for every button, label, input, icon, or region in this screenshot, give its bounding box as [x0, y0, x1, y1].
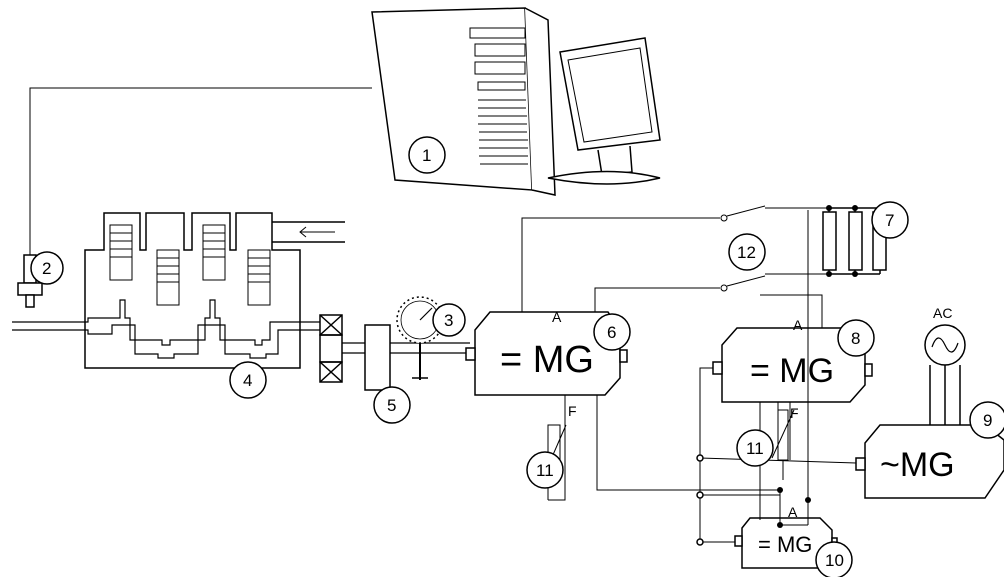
ac-mg-9-label: ~MG [880, 446, 955, 484]
computer-cable [29, 87, 372, 255]
callout-3: 3 [444, 311, 453, 330]
label-field-8: F [790, 405, 799, 421]
shaft-coupling [319, 314, 343, 383]
engine-block [12, 212, 345, 369]
torque-gauge [396, 296, 444, 380]
callout-1: 1 [422, 146, 431, 165]
callout-4: 4 [243, 371, 252, 390]
callout-11-left: 11 [536, 461, 554, 480]
callout-9: 9 [983, 411, 992, 430]
label-armature-8: A [793, 317, 803, 333]
callout-2: 2 [42, 259, 51, 278]
flywheel [364, 324, 391, 391]
dc-mg-8-label: = MG [750, 352, 834, 390]
label-ac: AC [933, 305, 952, 321]
drive-shaft [342, 342, 470, 354]
callout-7: 7 [885, 211, 894, 230]
dc-mg-6-label: = MG [500, 339, 594, 381]
callout-10: 10 [825, 551, 844, 570]
label-armature-10: A [788, 504, 798, 520]
callout-12: 12 [737, 243, 756, 262]
callout-5: 5 [387, 396, 396, 415]
callout-11-right: 11 [746, 439, 764, 458]
monitor [547, 37, 661, 185]
dc-mg-10-label: = MG [758, 532, 812, 557]
dc-machine-8 [712, 327, 873, 403]
callout-6: 6 [607, 323, 616, 342]
dc-machine-6 [465, 311, 628, 396]
computer-tower [371, 7, 556, 196]
label-armature-6: A [552, 309, 562, 325]
label-field-6: F [568, 403, 577, 419]
callout-8: 8 [851, 329, 860, 348]
callout-circles [30, 136, 1004, 577]
ac-machine-9 [855, 324, 1004, 499]
